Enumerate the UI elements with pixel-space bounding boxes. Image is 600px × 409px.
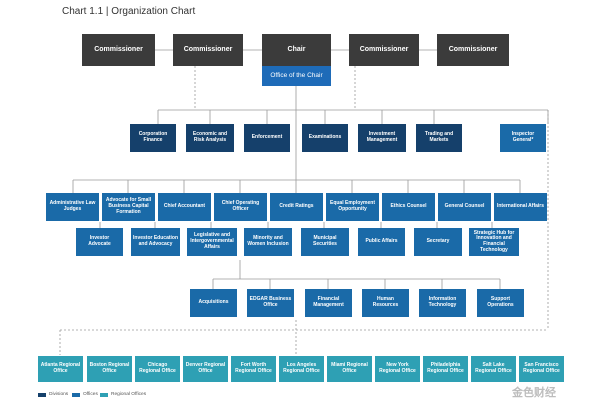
- watermark-logo: 金色财经: [512, 386, 556, 399]
- legend-swatch-divisions: [38, 392, 46, 397]
- regional-new-york: New York Regional Office: [375, 356, 420, 382]
- division-examinations: Examinations: [302, 124, 348, 152]
- office-equal-employment: Equal Employment Opportunity: [326, 193, 379, 221]
- office-international-affairs: International Affairs: [494, 193, 547, 221]
- office-inspector-general: Inspector General*: [500, 124, 546, 152]
- regional-san-francisco: San Francisco Regional Office: [519, 356, 564, 382]
- office-strategic-hub: Strategic Hub for Innovation and Financi…: [469, 228, 519, 256]
- division-economic-risk: Economic and Risk Analysis: [186, 124, 234, 152]
- legend-swatch-regional: [100, 392, 108, 397]
- chart-title: Chart 1.1 | Organization Chart: [62, 6, 196, 17]
- commissioner-box-4: Commissioner: [437, 34, 509, 66]
- office-investor-advocate: Investor Advocate: [76, 228, 123, 256]
- legend-label-regional: Regional Offices: [111, 392, 147, 397]
- regional-fort-worth: Fort Worth Regional Office: [231, 356, 276, 382]
- office-public-affairs: Public Affairs: [358, 228, 405, 256]
- legend-regional: Regional Offices: [100, 392, 146, 397]
- office-chief-accountant: Chief Accountant: [158, 193, 211, 221]
- legend-offices: Offices: [72, 392, 98, 397]
- office-acquisitions: Acquisitions: [190, 289, 237, 317]
- legend-divisions: Divisions: [38, 392, 68, 397]
- office-admin-law-judges: Administrative Law Judges: [46, 193, 99, 221]
- office-of-chair-box: Office of the Chair: [262, 66, 331, 86]
- office-municipal-securities: Municipal Securities: [301, 228, 349, 256]
- chair-box: Chair: [262, 34, 331, 66]
- regional-los-angeles: Los Angeles Regional Office: [279, 356, 324, 382]
- commissioner-box-2: Commissioner: [173, 34, 243, 66]
- regional-salt-lake: Salt Lake Regional Office: [471, 356, 516, 382]
- office-credit-ratings: Credit Ratings: [270, 193, 323, 221]
- regional-miami: Miami Regional Office: [327, 356, 372, 382]
- office-small-business: Advocate for Small Business Capital Form…: [102, 193, 155, 221]
- division-corporation-finance: Corporation Finance: [130, 124, 176, 152]
- office-minority-women: Minority and Women Inclusion: [244, 228, 292, 256]
- legend-swatch-offices: [72, 392, 80, 397]
- legend-label-divisions: Divisions: [49, 392, 69, 397]
- regional-denver: Denver Regional Office: [183, 356, 228, 382]
- office-general-counsel: General Counsel: [438, 193, 491, 221]
- office-ethics-counsel: Ethics Counsel: [382, 193, 435, 221]
- regional-chicago: Chicago Regional Office: [135, 356, 180, 382]
- office-human-resources: Human Resources: [362, 289, 409, 317]
- office-secretary: Secretary: [414, 228, 462, 256]
- commissioner-box-3: Commissioner: [349, 34, 419, 66]
- office-edgar: EDGAR Business Office: [247, 289, 294, 317]
- division-investment-management: Investment Management: [358, 124, 406, 152]
- commissioner-box-1: Commissioner: [82, 34, 155, 66]
- regional-atlanta: Atlanta Regional Office: [38, 356, 83, 382]
- office-legislative-affairs: Legislative and Intergovernmental Affair…: [187, 228, 237, 256]
- office-chief-operating: Chief Operating Officer: [214, 193, 267, 221]
- division-trading-markets: Trading and Markets: [416, 124, 462, 152]
- division-enforcement: Enforcement: [244, 124, 290, 152]
- regional-boston: Boston Regional Office: [87, 356, 132, 382]
- legend-label-offices: Offices: [83, 392, 98, 397]
- office-investor-education: Investor Education and Advocacy: [131, 228, 180, 256]
- office-information-technology: Information Technology: [419, 289, 466, 317]
- regional-philadelphia: Philadelphia Regional Office: [423, 356, 468, 382]
- office-support-operations: Support Operations: [477, 289, 524, 317]
- office-financial-management: Financial Management: [305, 289, 352, 317]
